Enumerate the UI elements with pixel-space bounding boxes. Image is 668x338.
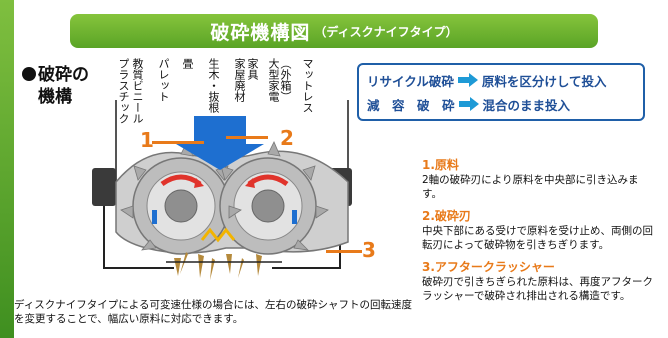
flow-row-volume: 減 容 破 砕 混合のまま投入 bbox=[367, 93, 570, 115]
materials-list: プラスチック 教質ビニール パレット 畳 生木・抜根 家屋廃材 家具 大型家電 … bbox=[116, 58, 328, 128]
steps-list: 1.原料 2軸の破砕刃により原料を中央部に引き込みます。 2.破砕刃 中央下部に… bbox=[422, 156, 658, 309]
callout-3: 3 bbox=[362, 238, 376, 262]
arrow-right-icon bbox=[458, 97, 479, 111]
flow-box: リサイクル破砕 原料を区分けして投入 減 容 破 砕 混合のまま投入 bbox=[357, 63, 645, 121]
material-label: マットレス bbox=[301, 58, 314, 113]
step-text: 中央下部にある受けで原料を受け止め、両側の回転刃によって破砕物を引きちぎります。 bbox=[422, 225, 653, 251]
flow-row2-left: 減 容 破 砕 bbox=[367, 97, 455, 113]
material-label: 家具 bbox=[246, 58, 259, 80]
material-label: プラスチック bbox=[117, 58, 130, 124]
section-label-line1: 破砕の bbox=[38, 65, 89, 85]
callout-2-leader bbox=[226, 136, 268, 139]
footnote: ディスクナイフタイプによる可変速仕様の場合には、左右の破砕シャフトの回転速度を変… bbox=[14, 299, 412, 325]
section-label-line2: 機構 bbox=[38, 87, 72, 107]
material-label: パレット bbox=[157, 58, 170, 102]
input-arrow bbox=[176, 116, 264, 170]
left-accent-strip bbox=[0, 0, 14, 338]
frame-bracket-left bbox=[92, 168, 116, 206]
material-label: 教質ビニール bbox=[131, 58, 144, 124]
bullet-icon bbox=[22, 67, 36, 81]
material-label: 大型家電 bbox=[267, 58, 280, 102]
flow-row-recycle: リサイクル破砕 原料を区分けして投入 bbox=[367, 69, 607, 91]
flow-row1-left: リサイクル破砕 bbox=[367, 73, 454, 89]
left-rotor bbox=[132, 157, 230, 255]
title-sub: （ディスクナイフタイプ） bbox=[314, 24, 458, 39]
shaft-arrow-right bbox=[292, 210, 297, 224]
right-rotor bbox=[219, 157, 317, 255]
title-bar: 破砕機構図 （ディスクナイフタイプ） bbox=[70, 14, 598, 48]
step-title: 3.アフタークラッシャー bbox=[422, 260, 555, 274]
callout-3-leader bbox=[326, 250, 362, 253]
section-label: 破砕の 機構 bbox=[22, 64, 89, 108]
callout-1: 1 bbox=[140, 128, 154, 152]
step-text: 2軸の破砕刃により原料を中央部に引き込みます。 bbox=[422, 174, 639, 200]
shaft-arrow-left bbox=[152, 210, 157, 224]
rotation-arrowhead bbox=[245, 178, 255, 188]
step-title: 2.破砕刃 bbox=[422, 209, 471, 223]
callout-1-leader bbox=[152, 141, 204, 144]
step-title: 1.原料 bbox=[422, 158, 459, 172]
flow-row2-right: 混合のまま投入 bbox=[482, 97, 571, 113]
center-receiver bbox=[200, 227, 236, 243]
title-main: 破砕機構図 bbox=[210, 21, 311, 44]
material-label: 生木・抜根 bbox=[207, 58, 220, 113]
step-text: 破砕刃で引きちぎられた原料は、再度アフタークラッシャーで破砕され排出される構造で… bbox=[422, 276, 653, 302]
rotation-arrowhead bbox=[194, 178, 204, 188]
material-label: 畳 bbox=[181, 58, 194, 69]
arrow-right-icon bbox=[457, 73, 478, 87]
material-label: 家屋廃材 bbox=[233, 58, 246, 102]
shredder-illustration bbox=[92, 100, 352, 280]
material-label: （外箱） bbox=[279, 58, 292, 102]
callout-2: 2 bbox=[280, 126, 294, 150]
flow-row1-right: 原料を区分けして投入 bbox=[481, 73, 607, 89]
shredded-particles bbox=[174, 252, 262, 280]
